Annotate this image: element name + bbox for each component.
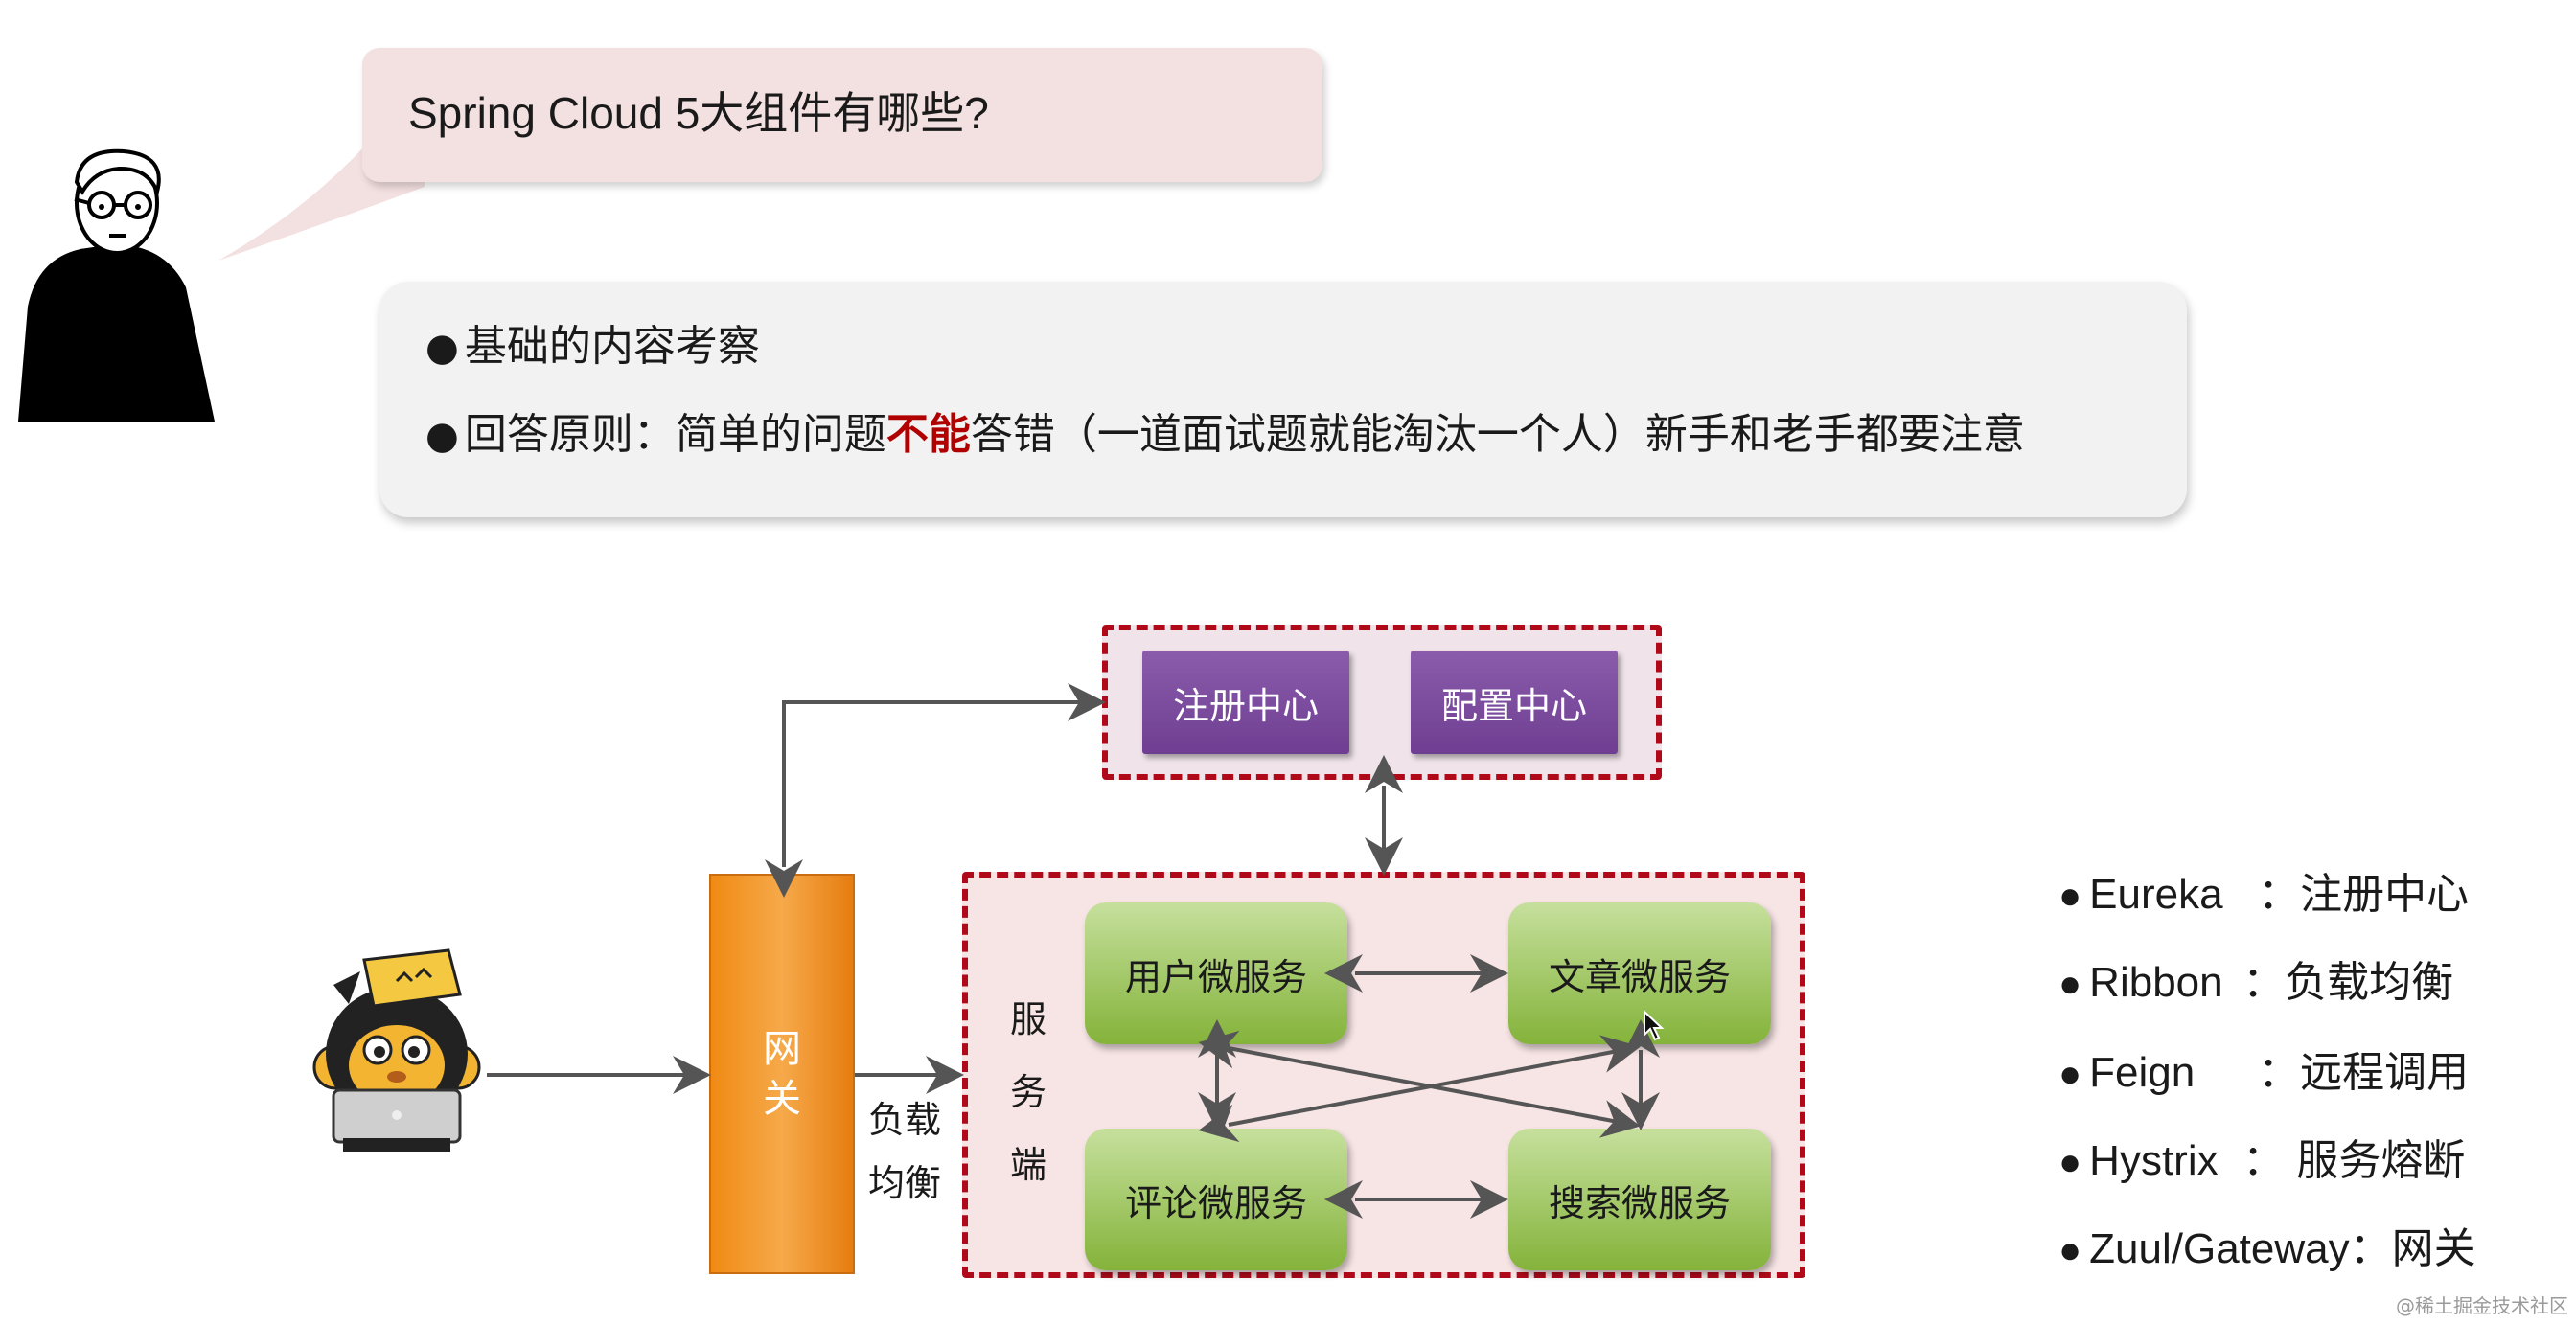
component-name: Feign (2089, 1049, 2196, 1096)
gateway-label-1: 网 (763, 1027, 801, 1071)
bullet-dot: ● (2058, 963, 2082, 1005)
component-desc: ： 服务熔断 (2242, 1137, 2466, 1184)
answer-point-2: ●回答原则：简单的问题不能答错（一道面试题就能淘汰一个人）新手和老手都要注意 (426, 408, 2025, 463)
search-service-box: 搜索微服务 (1508, 1129, 1771, 1270)
component-desc: ：注册中心 (2258, 871, 2470, 918)
bullet-dot: ● (2058, 1053, 2082, 1095)
question-bubble (362, 48, 1322, 182)
component-desc: ：负载均衡 (2242, 959, 2454, 1006)
component-hystrix: ●Hystrix ： 服务熔断 (2058, 1134, 2465, 1189)
component-ribbon: ●Ribbon ：负载均衡 (2058, 956, 2453, 1011)
component-name: Ribbon (2089, 959, 2223, 1006)
server-side-char-2: 务 (1009, 1071, 1046, 1113)
component-name: Eureka (2089, 871, 2223, 918)
load-balance-line-1: 负载 (868, 1099, 942, 1141)
component-desc: ：远程调用 (2258, 1049, 2470, 1096)
registry-center-box: 注册中心 (1142, 651, 1349, 754)
interviewer-avatar (18, 148, 215, 422)
answer-card (380, 282, 2187, 517)
bullet-dot: ● (426, 414, 459, 458)
server-side-char-1: 服 (1009, 998, 1046, 1040)
gateway-box: 网 关 (709, 874, 855, 1274)
component-desc: ：网关 (2349, 1225, 2476, 1272)
answer-point-2-prefix: 回答原则：简单的问题 (464, 410, 886, 459)
component-eureka: ●Eureka ：注册中心 (2058, 868, 2469, 923)
watermark: @稀土掘金技术社区 (2396, 1294, 2568, 1317)
component-gateway: ●Zuul/Gateway：网关 (2058, 1222, 2476, 1277)
bullet-dot: ● (2058, 875, 2082, 917)
load-balance-line-2: 均衡 (868, 1162, 942, 1204)
question-text: Spring Cloud 5大组件有哪些? (408, 88, 989, 138)
client-mascot-icon (312, 948, 481, 1152)
answer-point-1: ●基础的内容考察 (426, 320, 760, 375)
answer-point-2-emphasis: 不能 (886, 410, 971, 459)
bullet-dot: ● (2058, 1141, 2082, 1183)
component-name: Hystrix (2089, 1137, 2219, 1184)
comment-service-box: 评论微服务 (1085, 1129, 1347, 1270)
gateway-registry-arrow (765, 683, 1106, 898)
config-center-box: 配置中心 (1411, 651, 1618, 754)
answer-point-1-text: 基础的内容考察 (464, 322, 760, 371)
bullet-dot: ● (426, 326, 459, 370)
server-side-label: 服 务 端 (1004, 983, 1052, 1201)
component-name: Zuul/Gateway (2089, 1225, 2350, 1272)
bullet-dot: ● (2058, 1229, 2082, 1271)
component-feign: ●Feign ：远程调用 (2058, 1046, 2469, 1101)
answer-point-2-suffix: 答错（一道面试题就能淘汰一个人）新手和老手都要注意 (970, 410, 2025, 459)
comment-article-arrow (1198, 1035, 1641, 1143)
gateway-label-2: 关 (763, 1077, 801, 1121)
load-balance-label: 负载 均衡 (868, 1088, 941, 1215)
server-side-char-3: 端 (1009, 1144, 1046, 1186)
mouse-cursor-icon (1644, 1010, 1665, 1041)
